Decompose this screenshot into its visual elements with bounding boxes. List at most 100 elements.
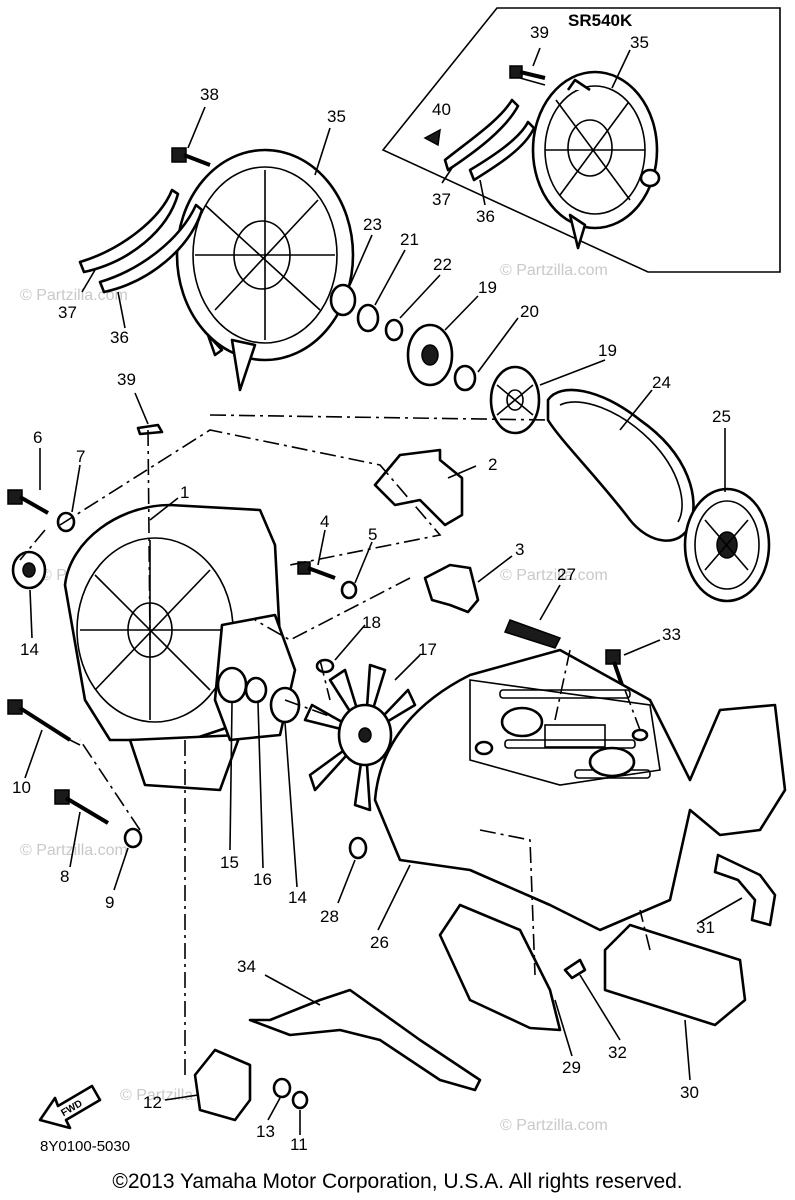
label-27 <box>503 619 562 649</box>
pulley-25 <box>683 487 771 603</box>
callout-35: 35 <box>630 33 649 52</box>
watermark: © Partzilla.com <box>20 287 128 304</box>
inset-model-label: SR540K <box>568 11 633 30</box>
callout-1: 1 <box>180 483 189 502</box>
inset-bolt-39 <box>509 65 546 80</box>
callout-22: 22 <box>433 255 452 274</box>
drawing-code: 8Y0100-5030 <box>40 1138 131 1155</box>
callout-8: 8 <box>60 867 69 886</box>
callout-3: 3 <box>515 540 524 559</box>
callout-25: 25 <box>712 407 731 426</box>
callout-5: 5 <box>368 525 377 544</box>
key-18 <box>315 658 335 674</box>
washer-22 <box>384 318 404 342</box>
inset-sr540k: SR540K 39 35 40 37 36 <box>381 7 781 273</box>
callout-4: 4 <box>320 512 329 531</box>
callout-2: 2 <box>488 455 497 474</box>
callout-14: 14 <box>20 640 39 659</box>
nut-11 <box>291 1090 309 1110</box>
callout-11: 11 <box>290 1135 308 1154</box>
pulley-stack <box>329 283 541 435</box>
callout-14: 14 <box>288 888 307 907</box>
callout-34: 34 <box>237 957 256 976</box>
washer-21 <box>356 303 380 333</box>
callout-21: 21 <box>400 230 419 249</box>
callout-33: 33 <box>662 625 681 644</box>
bracket-3 <box>423 563 480 614</box>
callout-20: 20 <box>520 302 539 321</box>
assembly-lines <box>19 414 651 1080</box>
bearing-plate <box>213 613 301 742</box>
duct-31 <box>713 853 777 927</box>
leader-lines <box>24 106 743 1135</box>
callouts: 38 35 23 21 22 19 20 19 24 25 37 36 39 6… <box>12 85 731 1154</box>
callout-35: 35 <box>327 107 346 126</box>
callout-32: 32 <box>608 1043 627 1062</box>
callout-18: 18 <box>362 613 381 632</box>
callout-36: 36 <box>110 328 129 347</box>
callout-37: 37 <box>58 303 77 322</box>
callout-31: 31 <box>696 918 715 937</box>
panel-29 <box>438 903 562 1032</box>
grommet-28 <box>348 836 368 860</box>
v-belt-24 <box>546 388 695 542</box>
fan-17 <box>303 663 417 812</box>
callout-40: 40 <box>432 100 451 119</box>
clip-32 <box>563 958 587 980</box>
inset-clip-40 <box>423 128 441 147</box>
callout-23: 23 <box>363 215 382 234</box>
callout-29: 29 <box>562 1058 581 1077</box>
washer-5 <box>340 580 358 600</box>
callout-19: 19 <box>478 278 497 297</box>
seal-15 <box>216 666 248 704</box>
callout-28: 28 <box>320 907 339 926</box>
copyright-notice: ©2013 Yamaha Motor Corporation, U.S.A. A… <box>112 1170 683 1193</box>
callout-27: 27 <box>557 565 576 584</box>
callout-39: 39 <box>117 370 136 389</box>
fwd-arrow-icon: FWD <box>38 1084 102 1130</box>
plate-39 <box>136 423 164 436</box>
bolt-6 <box>7 489 49 515</box>
inset-border <box>381 7 781 273</box>
callout-12: 12 <box>143 1093 162 1112</box>
watermark: © Partzilla.com <box>20 842 128 859</box>
callout-26: 26 <box>370 933 389 952</box>
callout-13: 13 <box>256 1122 275 1141</box>
cover-2 <box>373 448 464 527</box>
callout-7: 7 <box>76 447 85 466</box>
bolt-4 <box>297 561 336 580</box>
bolt-10 <box>7 699 72 742</box>
callout-6: 6 <box>33 428 42 447</box>
watermark: © Partzilla.com <box>500 262 608 279</box>
nut-23 <box>329 283 357 317</box>
inset-band-37-36 <box>443 98 536 182</box>
callout-16: 16 <box>253 870 272 889</box>
washer-9 <box>123 827 143 849</box>
watermark: © Partzilla.com <box>500 1117 608 1134</box>
callout-39: 39 <box>530 23 549 42</box>
bolt-33 <box>605 649 624 686</box>
callout-19: 19 <box>598 341 617 360</box>
nut-13 <box>272 1077 292 1099</box>
callout-17: 17 <box>418 640 437 659</box>
fan-shroud-35 <box>175 148 355 392</box>
bearing-14 <box>269 686 301 724</box>
bands-37-36 <box>78 188 204 294</box>
callout-36: 36 <box>476 207 495 226</box>
callout-10: 10 <box>12 778 31 797</box>
callout-15: 15 <box>220 853 239 872</box>
callout-38: 38 <box>200 85 219 104</box>
spacer-20 <box>453 364 477 392</box>
bracket-34 <box>248 988 482 1092</box>
callout-30: 30 <box>680 1083 699 1102</box>
cover-12 <box>193 1048 252 1122</box>
callout-37: 37 <box>432 190 451 209</box>
watermark: © Partzilla.com <box>500 567 608 584</box>
fan-cover-26 <box>373 648 787 932</box>
inset-fan-shroud <box>531 70 661 250</box>
block-30 <box>603 923 747 1027</box>
callout-24: 24 <box>652 373 671 392</box>
bearing-16 <box>244 676 268 704</box>
bolt-38 <box>171 147 211 167</box>
